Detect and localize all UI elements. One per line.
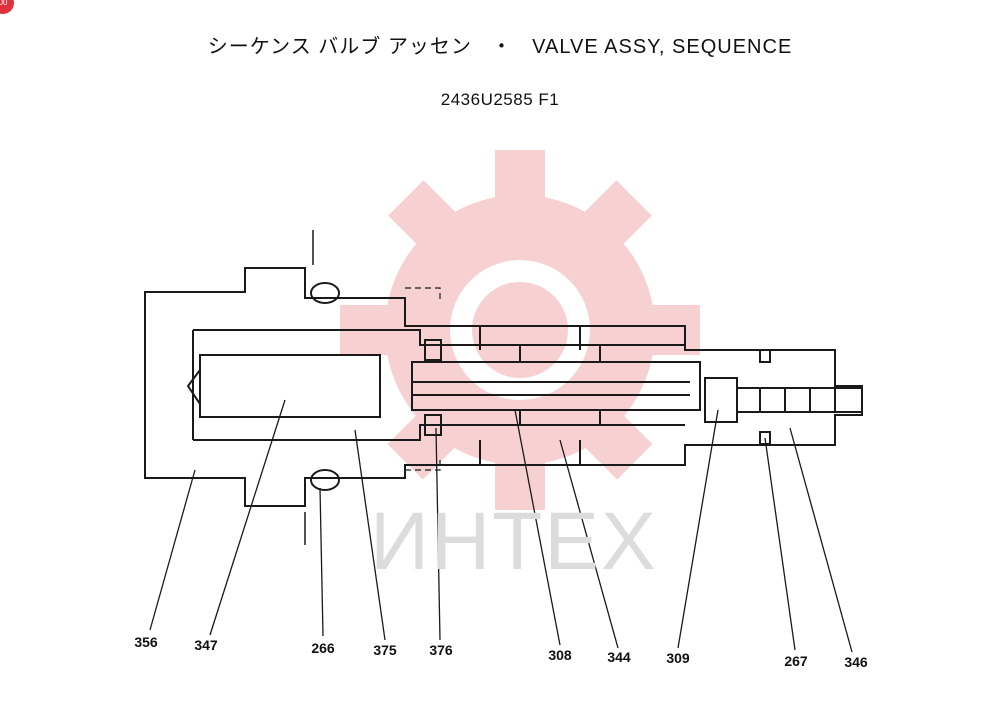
callout-266: 266 [311,640,335,656]
callout-309: 309 [666,650,690,666]
valve-body-outline [144,230,863,545]
part-number: 2436U2585 F1 [440,90,560,109]
diagram-title: シーケンス バルブ アッセン ・ VALVE ASSY, SEQUENCE [0,30,1000,59]
title-english: VALVE ASSY, SEQUENCE [532,36,793,58]
callout-356: 356 [134,634,158,650]
callout-347: 347 [194,637,218,653]
callout-376: 376 [429,642,453,658]
callout-344: 344 [607,649,631,665]
callout-308: 308 [548,647,572,663]
watermark-gear-icon [340,150,700,510]
watermark-text: ИНТЕХ [370,496,658,587]
corner-badge: 00 [0,0,14,14]
callout-267: 267 [784,653,808,669]
callout-375: 375 [373,642,397,658]
title-separator: ・ [491,36,513,58]
callout-leaders [149,399,853,653]
title-japanese: シーケンス バルブ アッセン [207,36,472,58]
callout-346: 346 [844,654,868,670]
